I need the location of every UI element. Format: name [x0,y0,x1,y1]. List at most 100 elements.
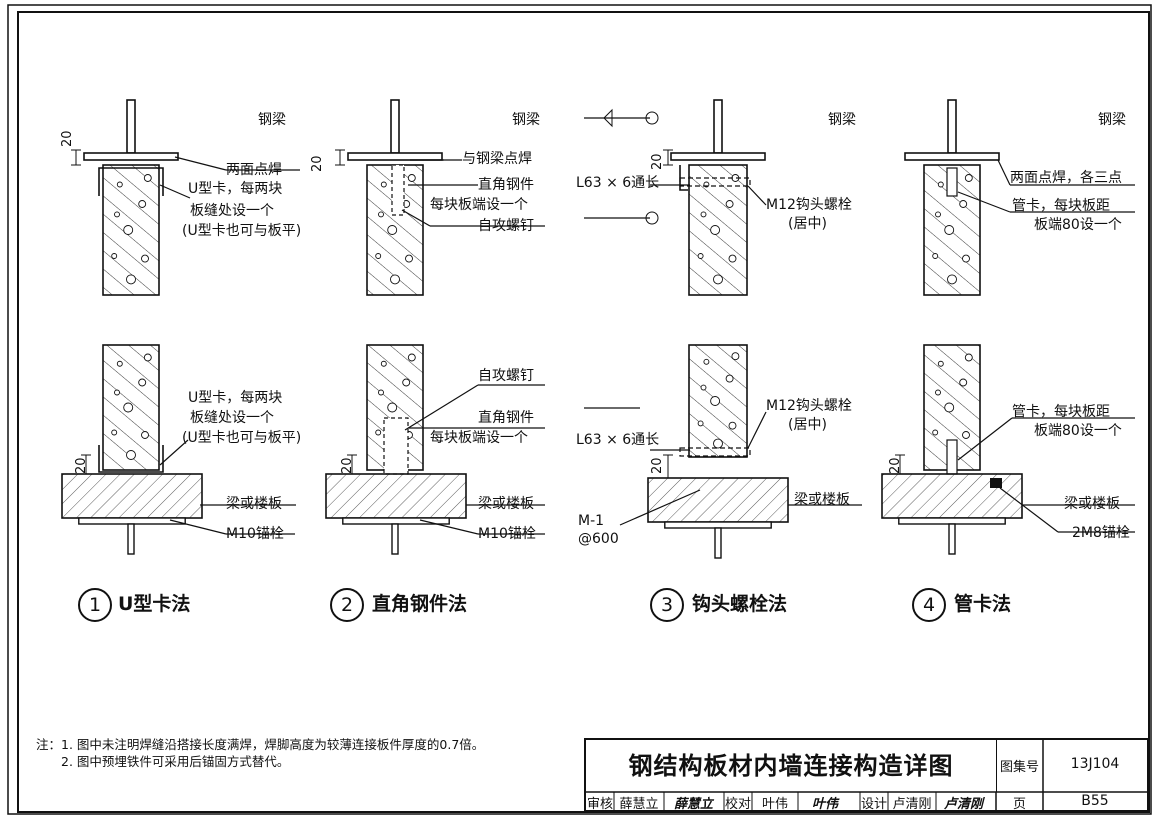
slab-1-plate [78,517,186,525]
label-embed-spacing-3: @600 [578,531,619,547]
label-embed-3: M-1 [578,513,605,529]
beam-2-web [390,99,400,154]
label-steel-beam-1: 钢梁 [258,112,286,128]
label-pipe-clip-b4: 管卡，每块板距 [1012,404,1110,420]
label-angle-spacing-b2: 每块板端设一个 [430,430,528,446]
wall-bubble [710,396,721,406]
wall-bubble [143,174,152,182]
slab-3-plate [664,521,772,529]
dim-bottom-4: 20 [888,457,903,474]
beam-3-web [713,99,723,154]
wall-bubble [697,420,704,427]
detail-number-3: 3 [650,588,684,622]
wall-bubble [697,253,704,259]
wall-bubble [944,225,955,235]
label-pipe-clip-4: 管卡，每块板距 [1012,198,1110,214]
label-screw-b2: 自攻螺钉 [478,368,534,384]
wall-bubble [935,211,941,218]
wall-bubble [710,225,721,235]
angle-bottom-2 [383,417,409,475]
wall-bubble [964,174,973,182]
design-label: 设计 [860,797,887,812]
page-number: B55 [1081,793,1109,809]
label-angle-b2: 直角钢件 [478,410,534,426]
label-anchor-1: M10锚栓 [226,526,284,542]
beam-4-flange [904,152,1000,161]
label-steel-beam-2: 钢梁 [512,112,540,128]
wall-bubble [703,358,710,365]
label-angle-steel-b3: L63 × 6通长 [576,432,660,448]
checker-signature: 叶伟 [812,797,839,812]
leader-pipe-4 [957,191,1011,213]
label-steel-beam-4: 钢梁 [1098,112,1126,128]
label-hook-bolt-3: M12钩头螺栓 [766,197,852,213]
leader-hookbolt-3 [747,185,767,206]
note-line-2: 2. 图中预埋铁件可采用后锚固方式替代。 [36,753,484,770]
label-centered-3: (居中) [788,216,827,232]
dim-top-2: 20 [310,155,325,172]
label-spot-weld-4: 两面点焊，各三点 [1010,170,1122,186]
leader-pipe-b4 [957,417,1013,461]
label-steel-beam-3: 钢梁 [828,112,856,128]
wall-bubble [728,254,737,263]
wall-bubble [947,274,957,285]
u-clip-top-1 [98,167,164,196]
page-label: 页 [1012,797,1026,812]
pipe-clip-top-4 [946,167,958,197]
wall-bubble [713,274,723,285]
u-clip-bottom-1 [98,445,164,473]
anchor-bolt-4 [948,523,956,555]
label-centered-b3: (居中) [788,417,827,433]
leader-uclip-b1 [159,439,189,466]
wall-bubble [728,421,737,430]
label-screw-2: 自攻螺钉 [478,218,534,234]
slab-2 [325,473,467,519]
beam-4-web [947,99,957,154]
drawing-title: 钢结构板材内墙连接构造详图 [586,740,997,792]
leader-uclip-1 [159,184,191,199]
leader-anchor-1 [169,519,227,535]
label-u-clip-spacing-1: 板缝处设一个 [190,203,274,219]
detail-caption-4: 管卡法 [954,593,1012,615]
detail-number-4: 4 [912,588,946,622]
label-angle-spacing-2: 每块板端设一个 [430,197,528,213]
wall-bubble [405,254,413,263]
wall-bubble [700,384,707,391]
detail-number-1: 1 [78,588,112,622]
dim-bottom-3: 20 [650,457,665,474]
label-spot-weld-1: 两面点焊 [226,162,282,178]
wall-bubble [932,253,939,259]
reviewer-name: 薛慧立 [619,797,659,812]
wall-bubble [375,253,382,259]
wall-bubble [111,429,118,436]
wall-bubble [126,450,136,460]
wall-bubble [138,200,147,208]
wall-bubble [141,431,149,439]
dim-top-3: 20 [650,153,665,170]
pipe-clip-bottom-4 [946,439,958,475]
label-u-clip-b1: U型卡，每两块 [188,390,283,406]
label-beam-slab-2: 梁或楼板 [478,496,534,512]
label-u-clip-spacing-b1: 板缝处设一个 [190,410,274,426]
slab-1 [61,473,203,519]
detail-number-2: 2 [330,588,364,622]
label-hook-bolt-b3: M12钩头螺栓 [766,398,852,414]
wall-bubble [964,353,973,362]
wall-bubble [700,211,707,218]
weld-circle-3a [645,111,659,125]
wall-bubble [116,360,123,367]
wall-bubble [123,225,134,235]
wall-bubble [116,181,123,188]
detail-caption-2: 直角钢件法 [372,593,468,615]
wall-bubble [725,200,734,208]
wall-bubble [407,174,416,182]
slab-3 [647,477,789,523]
label-weld-beam-2: 与钢梁点焊 [462,151,532,167]
label-angle-2: 直角钢件 [478,177,534,193]
wall-bubble [937,181,944,188]
wall-bubble [959,200,968,208]
label-angle-steel-3: L63 × 6通长 [576,175,660,191]
angle-top-3 [679,165,688,191]
wall-bubble [114,211,120,218]
title-block-grid [586,740,1147,810]
